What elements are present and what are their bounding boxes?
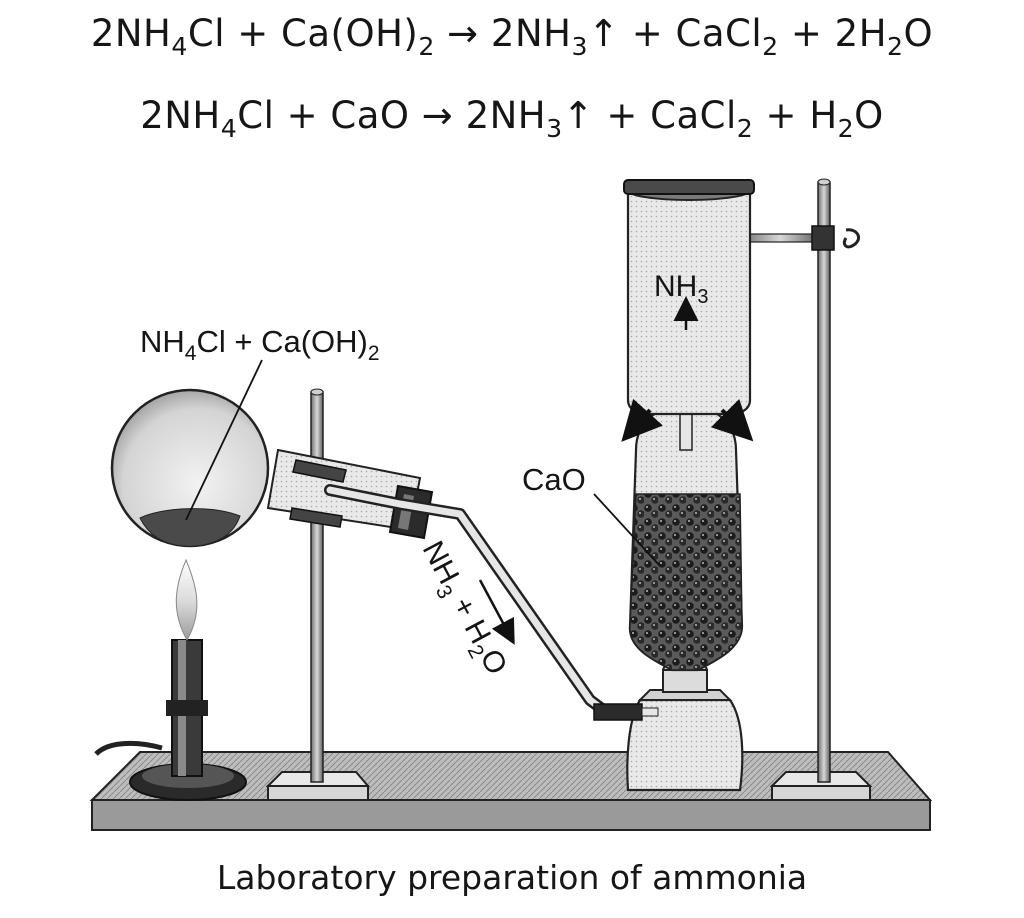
bunsen-burner (94, 639, 247, 801)
apparatus-diagram: NH4Cl + Ca(OH)2 CaO NH3 NH3 + H2O (89, 178, 933, 831)
label-tube-gas: NH3 + H2O (411, 536, 514, 683)
gas-flow-arrows (621, 296, 754, 442)
flask-clamp (289, 459, 347, 528)
label-flask-reactants: NH4Cl + Ca(OH)2 (140, 324, 380, 365)
round-bottom-flask (110, 388, 422, 548)
equation-calcium-hydroxide: 2NH4Cl + Ca(OH)2 → 2NH3↑ + CaCl2 + 2H2O (90, 12, 934, 61)
label-cao: CaO (522, 462, 586, 497)
burner-flame (175, 558, 198, 642)
tube-flow-arrow (478, 579, 515, 645)
figure-caption: Laboratory preparation of ammonia (216, 858, 808, 897)
right-retort-stand (769, 178, 873, 801)
label-jar-ammonia: NH3 (654, 270, 708, 308)
label-leaders (185, 359, 661, 567)
equation-calcium-oxide: 2NH4Cl + CaO → 2NH3↑ + CaCl2 + H2O (140, 94, 884, 143)
